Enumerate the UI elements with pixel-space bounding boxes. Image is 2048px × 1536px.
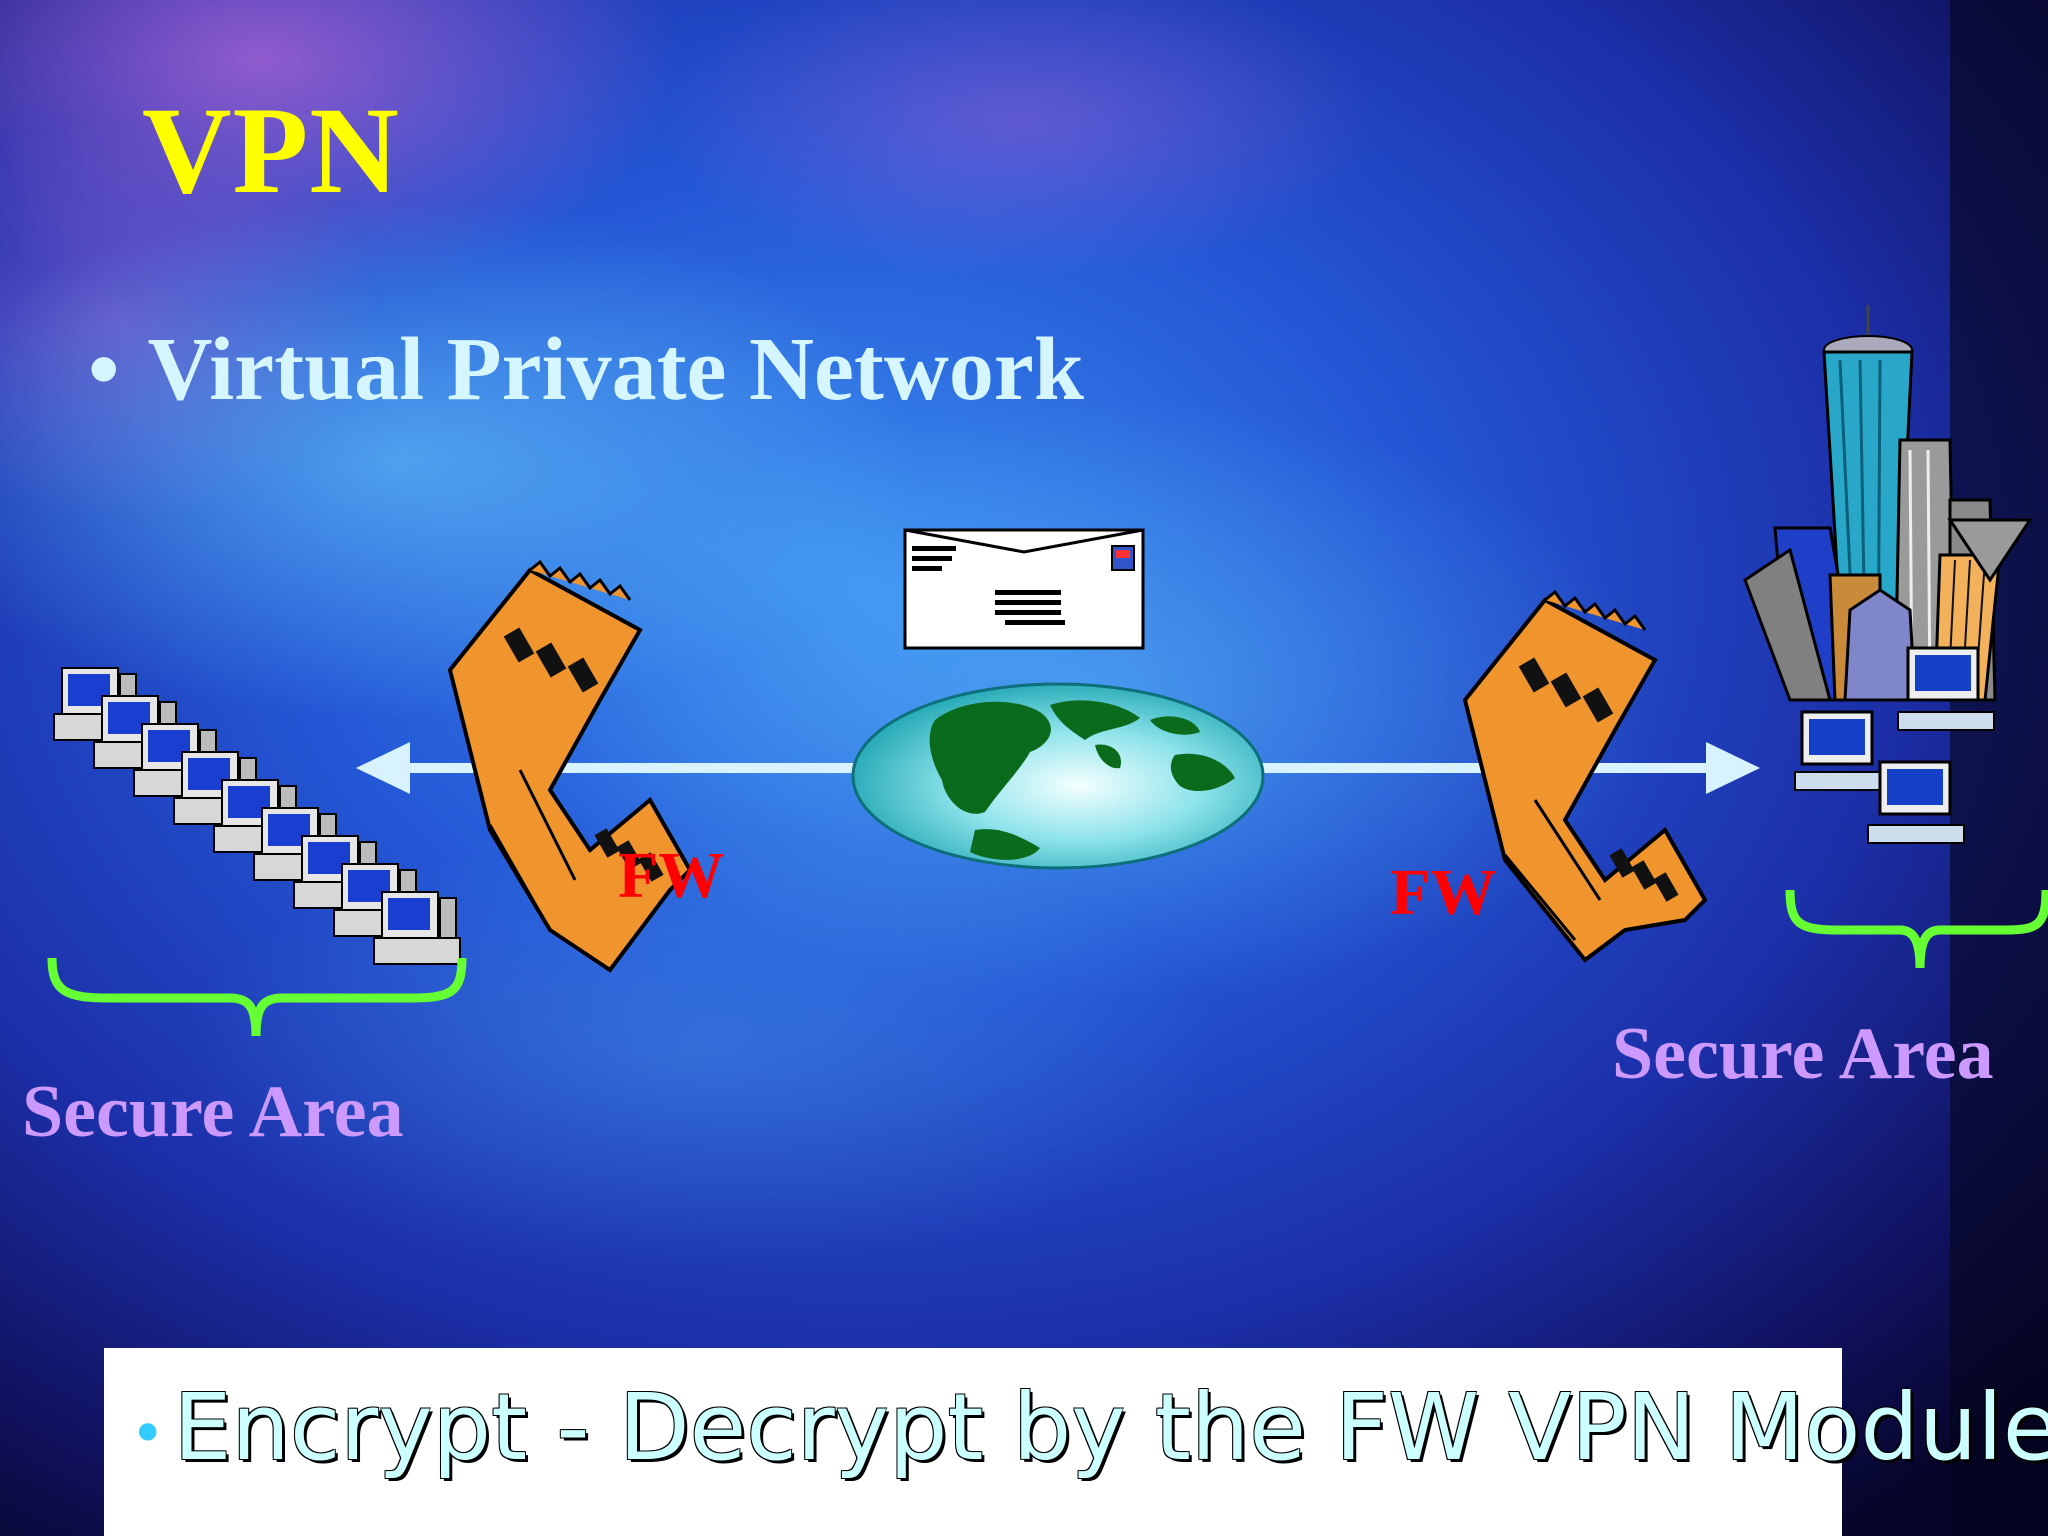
envelope-icon: [903, 528, 1145, 650]
computer-row-icon: [53, 667, 461, 965]
bullet-text: Virtual Private Network: [147, 320, 1084, 419]
firewall-label-left: FW: [618, 839, 725, 912]
left-secure-brace: [47, 957, 467, 1037]
firewall-tower-icon: [1462, 589, 1708, 963]
secure-area-label-right: Secure Area: [1612, 1013, 1994, 1095]
city-buildings-icon: [1743, 305, 2033, 844]
caption-banner: •Encrypt - Decrypt by the FW VPN Module: [104, 1348, 2048, 1536]
caption-bullet: •: [130, 1398, 166, 1469]
caption-text: Encrypt - Decrypt by the FW VPN Module: [173, 1374, 2048, 1481]
secure-area-label-left: Secure Area: [22, 1071, 404, 1153]
right-secure-brace: [1785, 889, 2048, 969]
slide-title: VPN: [142, 82, 400, 219]
globe-icon: [851, 682, 1265, 870]
left-arrow: [356, 742, 860, 794]
caption-text-row: •Encrypt - Decrypt by the FW VPN Module: [130, 1374, 2048, 1481]
computer-icon: [373, 891, 461, 965]
firewall-tower-icon: [447, 559, 693, 973]
bullet-dot: •: [88, 320, 120, 419]
bullet-item: • Virtual Private Network: [88, 318, 1084, 421]
firewall-label-right: FW: [1390, 856, 1497, 929]
